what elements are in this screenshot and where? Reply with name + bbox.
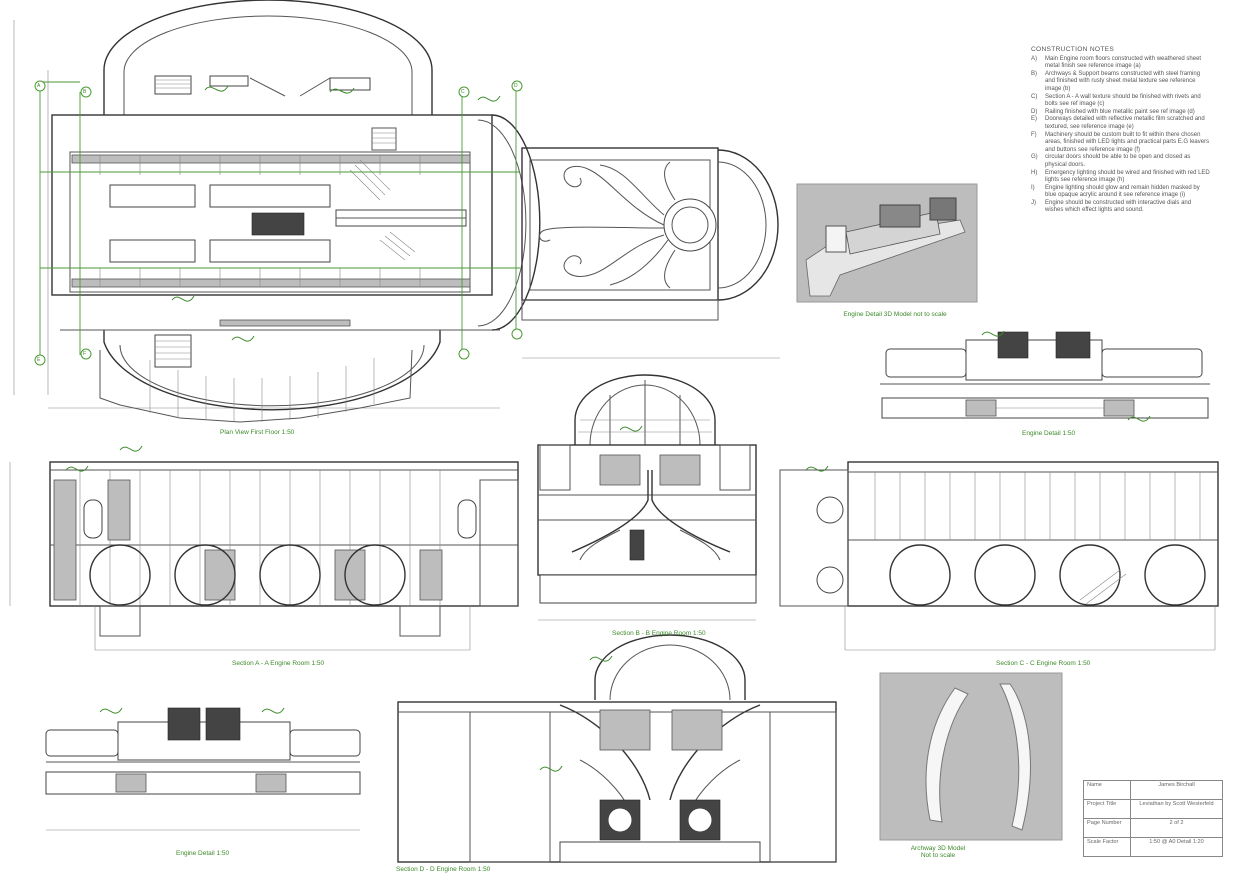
section-d-caption: Section D - D Engine Room 1:50 — [396, 866, 491, 873]
engine-detail-right-caption: Engine Detail 1:50 — [1022, 430, 1076, 437]
notes-title: CONSTRUCTION NOTES — [1031, 46, 1115, 53]
note-item: J) Engine should be constructed with inte… — [1031, 200, 1211, 215]
note-key: G) — [1031, 154, 1038, 161]
title-block-value: 1:50 @ A0 Detail 1:20 — [1130, 837, 1223, 857]
title-block-value: 2 of 2 — [1130, 818, 1223, 838]
section-c-c-drawing — [779, 461, 1219, 651]
engine-3d-caption: Engine Detail 3D Model not to scale — [843, 311, 947, 318]
section-a-a-drawing — [9, 461, 519, 651]
note-key: C) — [1031, 93, 1038, 100]
engine-detail-left — [45, 707, 361, 831]
plan-view-caption: Plan View First Floor 1:50 — [220, 429, 295, 436]
note-text: Main Engine room floors constructed with… — [1045, 55, 1202, 70]
archway-3d-caption: Archway 3D Model Not to scale — [910, 845, 966, 859]
title-block-label: Scale Factor — [1082, 837, 1132, 857]
engine-3d-render — [796, 183, 978, 303]
section-b-caption: Section B - B Engine Room 1:50 — [612, 630, 706, 637]
title-block-value: James Birchall — [1130, 780, 1223, 800]
grid-label-e: E — [37, 357, 41, 363]
note-item: B) Archways & Support beams constructed w… — [1031, 71, 1211, 94]
note-text: Machinery should be custom built to fit … — [1045, 131, 1210, 153]
grid-label-f: F — [83, 351, 87, 357]
construction-notes: CONSTRUCTION NOTES A) Main Engine room fl… — [1031, 46, 1211, 215]
engine-detail-left-caption: Engine Detail 1:50 — [176, 850, 230, 857]
note-item: F) Machinery should be custom built to fi… — [1031, 132, 1211, 155]
note-item: H) Emergency lighting should be wired and… — [1031, 170, 1211, 185]
note-item: C) Section A - A wall texture should be f… — [1031, 94, 1211, 109]
archway-3d-render — [879, 672, 1063, 841]
grid-label-c: C — [461, 89, 465, 95]
title-block-value: Leviathan by Scott Westerfeld — [1130, 799, 1223, 819]
note-key: A) — [1031, 55, 1037, 62]
note-item: D) Railing finished with blue metallic pa… — [1031, 109, 1211, 117]
note-item: E) Doorways detailed with reflective meta… — [1031, 116, 1211, 131]
plan-view-drawing — [13, 0, 541, 423]
note-text: Railing finished with blue metallic pain… — [1045, 108, 1195, 115]
title-block-label: Page Number — [1082, 818, 1132, 838]
grid-label-b: B — [83, 89, 87, 95]
section-c-caption: Section C - C Engine Room 1:50 — [996, 660, 1091, 667]
note-key: B) — [1031, 70, 1037, 77]
grid-label-d: D — [514, 83, 518, 89]
engine-detail-right — [880, 331, 1210, 419]
section-d-d-drawing — [397, 634, 837, 863]
note-key: F) — [1031, 131, 1037, 138]
section-a-caption: Section A - A Engine Room 1:50 — [232, 660, 325, 667]
section-b-b-drawing — [537, 374, 757, 621]
note-text: Emergency lighting should be wired and f… — [1045, 169, 1210, 184]
note-key: J) — [1031, 199, 1036, 206]
title-block-label: Name — [1082, 780, 1132, 800]
note-key: D) — [1031, 108, 1038, 115]
note-text: Doorways detailed with reflective metall… — [1045, 116, 1205, 130]
octopus-floor-plan — [521, 147, 780, 359]
note-text: circular doors should be able to be open… — [1045, 154, 1191, 168]
note-text: Archways & Support beams constructed wit… — [1045, 70, 1201, 92]
annotation-leaders — [65, 85, 1151, 772]
note-text: Engine lighting should glow and remain h… — [1045, 184, 1200, 199]
note-item: G) circular doors should be able to be op… — [1031, 154, 1211, 169]
note-item: A) Main Engine room floors constructed wi… — [1031, 56, 1211, 71]
note-text: Engine should be constructed with intera… — [1045, 199, 1192, 214]
grid-bubbles — [34, 80, 523, 366]
note-text: Section A - A wall texture should be fin… — [1045, 93, 1201, 108]
note-item: I) Engine lighting should glow and remain… — [1031, 185, 1211, 200]
note-key: E) — [1031, 116, 1037, 123]
note-key: H) — [1031, 169, 1038, 176]
grid-label-a: A — [37, 83, 41, 89]
title-block-label: Project Title — [1082, 799, 1132, 819]
note-key: I) — [1031, 184, 1035, 191]
